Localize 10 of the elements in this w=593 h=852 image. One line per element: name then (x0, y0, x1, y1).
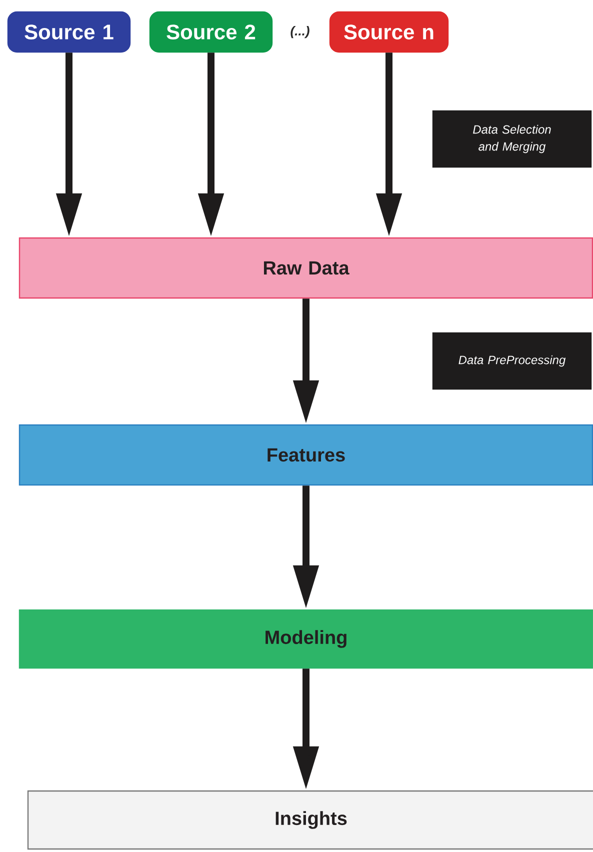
stage-box: Raw Data (18, 237, 593, 299)
step-label: Data Selection and Merging (432, 110, 592, 168)
source-box: Source n (329, 11, 449, 53)
step-label: Data PreProcessing (432, 332, 592, 390)
stage-box: Features (18, 424, 593, 486)
source-box: Source 2 (149, 11, 273, 53)
ellipsis-label: (...) (290, 26, 310, 38)
stage-box: Modeling (18, 609, 593, 669)
stage-box: Insights (27, 790, 593, 850)
source-box: Source 1 (7, 11, 131, 53)
